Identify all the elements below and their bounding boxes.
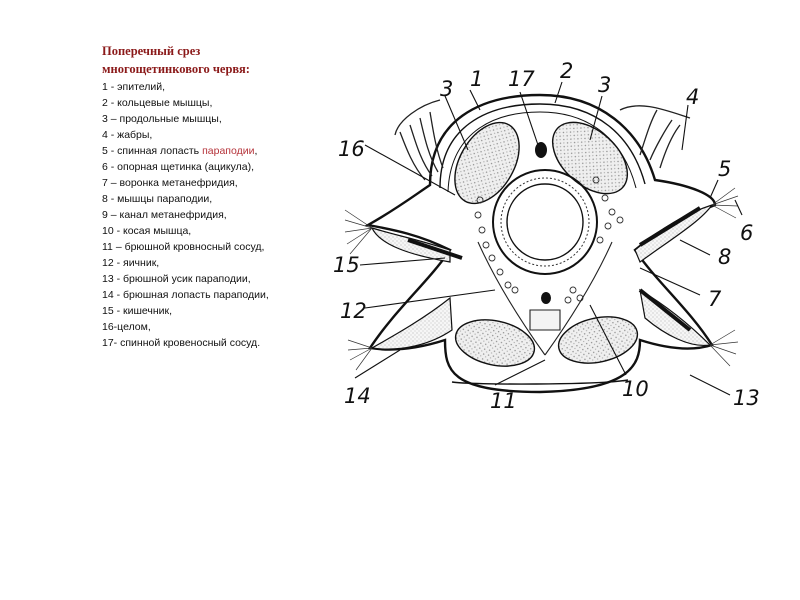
diagram-label-14: 14 — [344, 384, 371, 408]
intestine — [492, 169, 598, 275]
legend-item-text: 1 - эпителий, — [102, 81, 166, 93]
legend-item: 11 – брюшной кровносный сосуд, — [102, 239, 332, 255]
legend-item-text: 17- спинной кровеносный сосуд. — [102, 337, 261, 349]
legend-item: 5 - спинная лопасть параподии, — [102, 143, 332, 159]
legend-item-text: 14 - брюшная лопасть параподии, — [102, 289, 269, 301]
legend-title-line1: Поперечный срез — [102, 44, 201, 58]
legend-item: 14 - брюшная лопасть параподии, — [102, 287, 332, 303]
legend-item: 16-целом, — [102, 319, 332, 335]
diagram-label-8: 8 — [718, 245, 731, 269]
legend-item-text: 7 – воронка метанефридия, — [102, 177, 238, 189]
legend-item-text: 3 – продольные мышцы, — [102, 113, 222, 125]
diagram-label-17: 17 — [508, 67, 535, 91]
diagram-label-16: 16 — [338, 137, 365, 161]
diagram-label-2: 2 — [560, 59, 573, 83]
legend-item-highlight: параподии — [202, 145, 255, 157]
setae — [344, 187, 739, 371]
legend-item: 6 - опорная щетинка (ацикула), — [102, 159, 332, 175]
legend-item: 15 - кишечник, — [102, 303, 332, 319]
legend-item-text: 8 - мышцы параподии, — [102, 193, 213, 205]
legend-item-text: 9 – канал метанефридия, — [102, 209, 227, 221]
legend-item-text: 11 – брюшной кровносный сосуд, — [102, 241, 265, 253]
legend-item: 2 - кольцевые мышцы, — [102, 95, 332, 111]
legend-item-text: 5 - спинная лопасть — [102, 145, 203, 157]
legend-item: 7 – воронка метанефридия, — [102, 175, 332, 191]
diagram-label-15: 15 — [333, 253, 360, 277]
blood-vessels — [535, 142, 551, 304]
oblique-muscles — [477, 241, 613, 356]
legend: Поперечный срез многощетинкового червя: … — [102, 42, 332, 351]
legend-item-text: 13 - брюшной усик параподии, — [102, 273, 251, 285]
diagram-label-11: 11 — [490, 389, 517, 413]
legend-items: 1 - эпителий, 2 - кольцевые мышцы, 3 – про… — [102, 79, 332, 351]
gills — [394, 99, 691, 181]
legend-title-line2: многощетинкового червя: — [102, 62, 250, 76]
legend-item-text: 16-целом, — [102, 321, 151, 333]
legend-item: 8 - мышцы параподии, — [102, 191, 332, 207]
legend-item: 10 - косая мышца, — [102, 223, 332, 239]
legend-item: 9 – канал метанефридия, — [102, 207, 332, 223]
diagram-label-3: 3 — [598, 73, 611, 97]
legend-item: 12 - яичник, — [102, 255, 332, 271]
legend-item: 1 - эпителий, — [102, 79, 332, 95]
legend-item: 17- спинной кровеносный сосуд. — [102, 335, 332, 351]
diagram-label-12: 12 — [340, 299, 367, 323]
diagram-label-13: 13 — [733, 386, 760, 410]
legend-item-text: 6 - опорная щетинка (ацикула), — [102, 161, 255, 173]
diagram-label-6: 6 — [740, 221, 753, 245]
longitudinal-muscles — [454, 121, 639, 367]
legend-item-text: 15 - кишечник, — [102, 305, 173, 317]
diagram-label-1: 1 — [470, 67, 483, 91]
legend-item-suffix: , — [254, 145, 258, 157]
legend-item: 4 - жабры, — [102, 127, 332, 143]
leader-lines — [354, 81, 743, 396]
legend-item-text: 12 - яичник, — [102, 257, 160, 269]
diagram-label-4: 4 — [686, 85, 699, 109]
legend-title: Поперечный срез многощетинкового червя: — [102, 42, 332, 78]
diagram-label-7: 7 — [708, 287, 722, 311]
diagram-label-5: 5 — [718, 157, 731, 181]
legend-item-text: 10 - косая мышца, — [102, 225, 192, 237]
legend-item-text: 4 - жабры, — [102, 129, 153, 141]
legend-item: 3 – продольные мышцы, — [102, 111, 332, 127]
legend-item-text: 2 - кольцевые мышцы, — [102, 97, 213, 109]
coelom-cells — [474, 176, 624, 304]
parapodia — [370, 203, 714, 350]
diagram-label-3: 3 — [440, 77, 453, 101]
diagram-label-10: 10 — [622, 377, 649, 401]
legend-item: 13 - брюшной усик параподии, — [102, 271, 332, 287]
